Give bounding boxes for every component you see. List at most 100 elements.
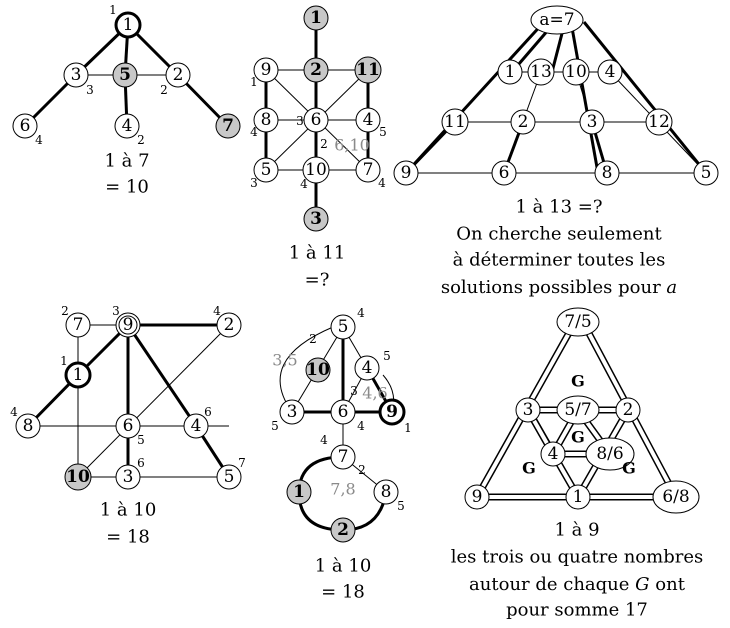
puzzle-2-nodes: 1 9 2 11 8 6 4 5 10 7 3 bbox=[253, 5, 382, 232]
svg-text:2: 2 bbox=[61, 304, 69, 318]
svg-text:5: 5 bbox=[397, 499, 405, 513]
node-label: 7 bbox=[222, 116, 234, 136]
puzzle-1-nodes: 1 3 5 2 6 4 7 bbox=[12, 11, 241, 139]
node-label: 6 bbox=[338, 402, 349, 422]
svg-text:4: 4 bbox=[250, 125, 258, 139]
puzzle-2: 1 9 2 11 8 6 4 5 10 7 3 6,10 1 4 3 bbox=[250, 5, 387, 291]
node-label: 11 bbox=[444, 112, 466, 132]
svg-text:4: 4 bbox=[320, 433, 328, 447]
caption-line: 1 à 11 bbox=[289, 243, 346, 264]
puzzle-6: 7/5 3 5/7 2 4 8/6 9 1 6/8 G G G G 1 à 9 … bbox=[451, 307, 703, 621]
node-label: 3 bbox=[123, 467, 134, 487]
puzzle-6-nodes: 7/5 3 5/7 2 4 8/6 9 1 6/8 bbox=[464, 307, 700, 514]
node-label: 5 bbox=[224, 467, 235, 487]
svg-text:3: 3 bbox=[350, 384, 358, 398]
caption-line: les trois ou quatre nombres bbox=[451, 547, 703, 568]
node-label: 4 bbox=[362, 358, 373, 378]
node-label: 2 bbox=[623, 400, 634, 420]
node-label: 9 bbox=[472, 487, 483, 507]
G-label: G bbox=[522, 459, 536, 478]
puzzle-3-edges bbox=[404, 20, 708, 175]
svg-text:6: 6 bbox=[137, 456, 145, 470]
node-label: 2 bbox=[337, 520, 349, 540]
puzzle-3: a=7 1 13 10 4 11 2 3 12 9 6 8 5 1 à bbox=[393, 5, 719, 298]
puzzle-5: 5 10 4 3 6 9 7 1 8 2 3,5 4,6 7,8 4 2 5 bbox=[271, 306, 412, 603]
svg-text:1: 1 bbox=[109, 3, 117, 17]
svg-text:7: 7 bbox=[238, 456, 246, 470]
node-label: 1 bbox=[505, 62, 516, 82]
caption-line: = 18 bbox=[106, 527, 150, 548]
svg-text:3: 3 bbox=[86, 83, 94, 97]
node-label: 9 bbox=[261, 60, 272, 80]
svg-text:2: 2 bbox=[160, 83, 168, 97]
node-label: 3 bbox=[287, 402, 298, 422]
puzzle-4-nodes: 7 9 2 1 8 6 4 10 3 5 bbox=[15, 312, 242, 491]
node-label: 8 bbox=[261, 110, 272, 130]
svg-text:1: 1 bbox=[404, 421, 412, 435]
node-label: 2 bbox=[310, 60, 322, 80]
node-label: 6 bbox=[123, 416, 134, 436]
node-label: 10 bbox=[305, 160, 327, 180]
node-label: 4 bbox=[605, 62, 616, 82]
node-label: 4 bbox=[122, 116, 133, 136]
G-label: G bbox=[571, 372, 585, 391]
svg-text:2: 2 bbox=[320, 137, 328, 151]
caption-line: = 10 bbox=[105, 177, 149, 198]
node-label: 9 bbox=[401, 163, 412, 183]
node-label: 6 bbox=[311, 110, 322, 130]
puzzle-3-nodes: a=7 1 13 10 4 11 2 3 12 9 6 8 5 bbox=[393, 5, 719, 186]
svg-text:5: 5 bbox=[379, 125, 387, 139]
puzzle-4-small-labels: 2 3 4 1 4 6 5 6 7 bbox=[10, 304, 246, 470]
caption-line: 1 à 10 bbox=[315, 556, 372, 577]
svg-text:3: 3 bbox=[296, 114, 304, 128]
node-label: 1 bbox=[123, 15, 134, 35]
node-label: 10 bbox=[66, 467, 90, 487]
caption-line: 1 à 9 bbox=[554, 520, 599, 541]
node-label: 1 bbox=[293, 482, 305, 502]
node-label: 5 bbox=[119, 65, 131, 85]
ellipse-label: 5/7 bbox=[564, 400, 591, 420]
svg-text:2: 2 bbox=[358, 463, 366, 477]
node-label: 2 bbox=[173, 65, 184, 85]
svg-text:2: 2 bbox=[309, 332, 317, 346]
node-label: 3 bbox=[310, 209, 322, 229]
node-label: 1 bbox=[310, 8, 322, 28]
node-label: 7 bbox=[363, 160, 374, 180]
ellipse-label: a=7 bbox=[539, 10, 574, 30]
puzzle-2-small-labels: 1 4 3 2 5 3 4 4 bbox=[250, 75, 387, 191]
ellipse-label: 6/8 bbox=[662, 487, 689, 507]
node-label: 1 bbox=[573, 487, 584, 507]
puzzle-1-small-labels: 1 3 2 4 2 bbox=[35, 3, 168, 147]
caption-line: 1 à 13 =? bbox=[516, 197, 603, 218]
svg-text:4: 4 bbox=[378, 176, 386, 190]
puzzle-4-edges bbox=[26, 323, 231, 478]
puzzle-5-nodes: 5 10 4 3 6 9 7 1 8 2 bbox=[279, 314, 406, 543]
node-label: 5 bbox=[261, 160, 272, 180]
node-label: 12 bbox=[648, 112, 670, 132]
node-label: 13 bbox=[530, 62, 552, 82]
node-label: 1 bbox=[73, 365, 84, 385]
svg-text:6: 6 bbox=[204, 405, 212, 419]
grey-annotation: 3,5 bbox=[272, 351, 297, 370]
caption-line: =? bbox=[305, 270, 330, 291]
node-label: 9 bbox=[386, 402, 398, 422]
node-label: 5 bbox=[338, 317, 349, 337]
node-label: 3 bbox=[587, 112, 598, 132]
G-label: G bbox=[571, 428, 585, 447]
caption-line: pour somme 17 bbox=[506, 600, 648, 621]
svg-text:1: 1 bbox=[60, 354, 68, 368]
G-label: G bbox=[622, 459, 636, 478]
node-label: 8 bbox=[602, 163, 613, 183]
node-label: 4 bbox=[548, 444, 559, 464]
node-label: 7 bbox=[73, 315, 84, 335]
puzzle-5-small-labels: 4 2 5 3 5 4 1 4 2 5 bbox=[271, 306, 412, 513]
grey-annotation: 4,6 bbox=[362, 384, 387, 403]
svg-text:5: 5 bbox=[137, 433, 145, 447]
node-label: 4 bbox=[191, 416, 202, 436]
svg-text:3: 3 bbox=[250, 176, 258, 190]
caption-line: 1 à 7 bbox=[104, 151, 149, 172]
svg-text:4: 4 bbox=[213, 304, 221, 318]
caption-line: 1 à 10 bbox=[100, 500, 157, 521]
node-label: 3 bbox=[523, 400, 534, 420]
